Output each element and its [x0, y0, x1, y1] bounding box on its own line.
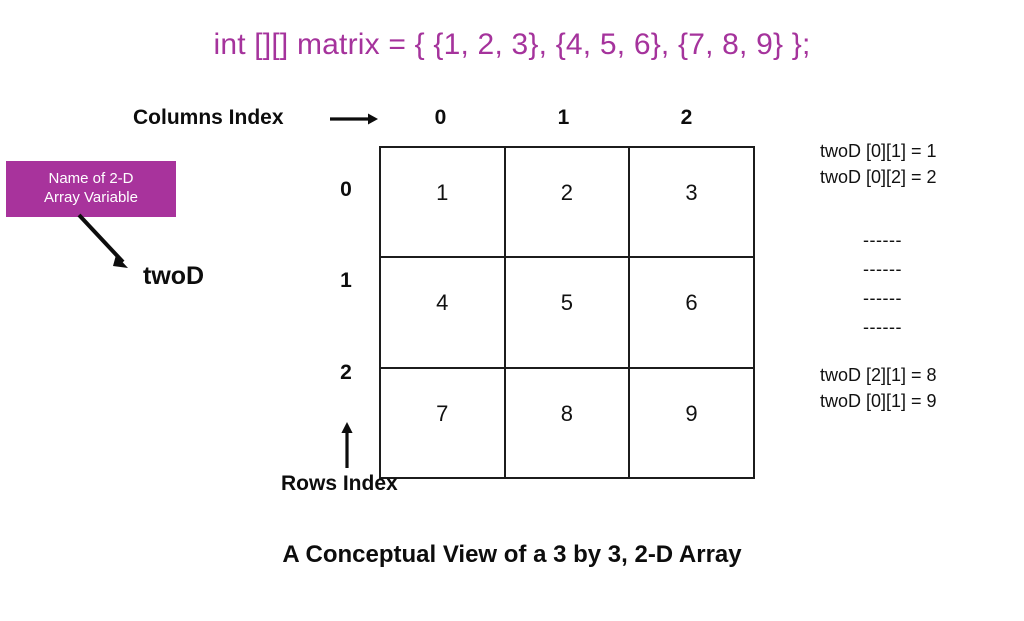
- array-variable-name: twoD: [143, 262, 205, 290]
- columns-index-label: Columns Index: [133, 106, 284, 129]
- column-header-1: 1: [557, 106, 570, 129]
- dash-line: ------: [863, 288, 902, 309]
- annotations-bottom: twoD [2][1] = 8 twoD [0][1] = 9: [820, 363, 937, 414]
- column-header-0: 0: [434, 106, 447, 129]
- matrix-cell-1-2: 6: [628, 256, 755, 369]
- annotations-ellipsis-dashes: ------ ------ ------ ------: [863, 226, 902, 343]
- matrix-cell-1-1: 5: [503, 256, 631, 369]
- array-name-callout-box: Name of 2-D Array Variable: [6, 161, 176, 217]
- columns-arrow-right-icon: [330, 113, 378, 125]
- matrix-cell-2-2: 9: [628, 366, 755, 479]
- matrix-grid: 1 2 3 4 5 6 7 8 9: [379, 145, 755, 479]
- row-header-2: 2: [340, 361, 352, 384]
- rows-arrow-up-icon: [341, 422, 353, 468]
- table-row: 1 2 3: [379, 145, 755, 259]
- annotation-line: twoD [0][1] = 9: [820, 390, 937, 411]
- callout-arrow-diagonal-icon: [77, 213, 128, 268]
- matrix-cell-0-0: 1: [379, 145, 506, 259]
- matrix-cell-1-0: 4: [379, 256, 506, 369]
- annotation-line: twoD [0][1] = 1: [820, 141, 937, 161]
- matrix-cell-2-1: 8: [503, 366, 631, 479]
- annotation-line: twoD [0][2] = 2: [820, 166, 937, 187]
- matrix-cell-2-0: 7: [379, 366, 506, 479]
- code-declaration-title: int [][] matrix = { {1, 2, 3}, {4, 5, 6}…: [213, 28, 811, 61]
- diagram-caption: A Conceptual View of a 3 by 3, 2-D Array: [282, 541, 742, 568]
- annotation-line: twoD [2][1] = 8: [820, 365, 937, 385]
- table-row: 4 5 6: [379, 256, 755, 369]
- rows-index-label: Rows Index: [281, 472, 398, 495]
- column-header-2: 2: [680, 106, 693, 129]
- table-row: 7 8 9: [379, 366, 755, 479]
- row-header-1: 1: [340, 269, 352, 292]
- dash-line: ------: [863, 230, 902, 250]
- callout-line-2: Array Variable: [44, 189, 138, 206]
- matrix-cell-0-1: 2: [503, 145, 631, 259]
- row-header-0: 0: [340, 178, 352, 201]
- matrix-cell-0-2: 3: [628, 145, 755, 259]
- dash-line: ------: [863, 317, 902, 338]
- callout-line-1: Name of 2-D: [48, 170, 134, 188]
- dash-line: ------: [863, 259, 902, 280]
- annotations-top: twoD [0][1] = 1 twoD [0][2] = 2: [820, 139, 937, 190]
